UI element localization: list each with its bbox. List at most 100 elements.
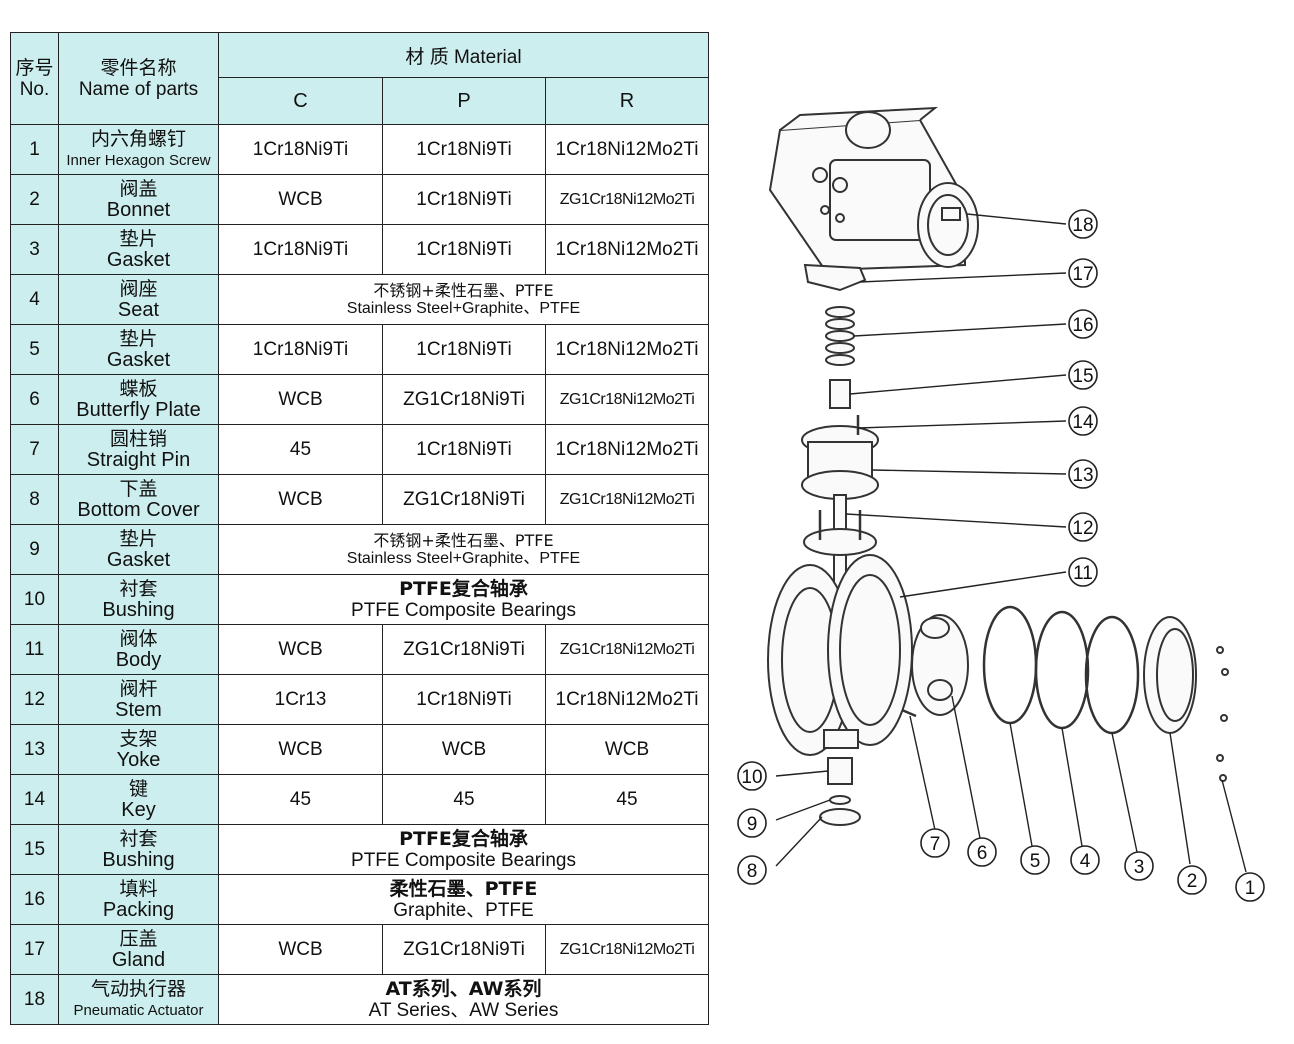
butterfly-valve-exploded-diagram: 18 17 16 15 14 13 12 11 10 9 8 7 6 5 4 3… [737, 106, 1265, 902]
svg-text:13: 13 [1072, 465, 1093, 486]
material-r: 1Cr18Ni12Mo2Ti [545, 674, 709, 725]
packing-drawing [825, 306, 855, 366]
callout-1: 1 [1235, 872, 1265, 902]
callout-3: 3 [1124, 851, 1154, 881]
row-no: 12 [10, 674, 59, 725]
parts-material-table: 序号 No. 零件名称 Name of parts 材 质 Material C… [10, 32, 709, 1025]
straight-pin-drawing [901, 708, 917, 718]
gasket-3-drawing [1084, 615, 1140, 735]
callout-7: 7 [920, 828, 950, 858]
svg-text:14: 14 [1072, 412, 1094, 433]
material-p: ZG1Cr18Ni9Ti [382, 924, 546, 975]
row-no: 4 [10, 274, 59, 325]
material-c: WCB [218, 474, 383, 525]
callout-15: 15 [1068, 360, 1098, 390]
part-name-en: Key [121, 798, 156, 821]
pneumatic-actuator-drawing [768, 106, 979, 272]
row-no: 18 [10, 974, 59, 1025]
material-p: 1Cr18Ni9Ti [382, 674, 546, 725]
row-no: 8 [10, 474, 59, 525]
callout-11: 11 [1068, 557, 1098, 587]
material-merged-zh: PTFE复合轴承 [399, 577, 528, 600]
svg-text:10: 10 [741, 767, 762, 788]
part-name-zh: 阀体 [119, 627, 158, 650]
svg-text:17: 17 [1072, 264, 1093, 285]
part-name-en: Bushing [102, 598, 175, 621]
butterfly-plate-drawing [911, 614, 969, 716]
svg-text:12: 12 [1072, 518, 1093, 539]
part-name-zh: 阀座 [119, 277, 158, 300]
valve-body-drawing [767, 554, 913, 756]
material-r: 1Cr18Ni12Mo2Ti [545, 424, 709, 475]
row-no: 9 [10, 524, 59, 575]
header-name-en: Name of parts [78, 78, 199, 100]
bottom-cover-drawing [819, 808, 861, 826]
material-merged-zh: 柔性石墨、PTFE [389, 877, 538, 900]
material-c: 1Cr18Ni9Ti [218, 324, 383, 375]
callout-14: 14 [1068, 406, 1098, 436]
callout-8: 8 [737, 855, 767, 885]
svg-text:8: 8 [747, 861, 758, 882]
material-c: WCB [218, 724, 383, 775]
part-name-zh: 压盖 [119, 927, 158, 950]
row-no: 2 [10, 174, 59, 225]
part-name-zh: 蝶板 [119, 377, 158, 400]
gland-drawing [803, 263, 867, 292]
gasket-5-drawing [982, 605, 1038, 725]
part-name-zh: 垫片 [119, 327, 158, 350]
part-name-en: Seat [117, 298, 160, 321]
svg-text:3: 3 [1134, 857, 1145, 878]
material-r: ZG1Cr18Ni12Mo2Ti [545, 624, 709, 675]
row-no: 11 [10, 624, 59, 675]
bushing-bottom-drawing [827, 757, 853, 785]
material-p: WCB [382, 724, 546, 775]
row-no: 7 [10, 424, 59, 475]
header-name: 零件名称 Name of parts [58, 32, 219, 125]
callout-18: 18 [1068, 209, 1098, 239]
svg-text:6: 6 [977, 843, 988, 864]
callout-4: 4 [1070, 845, 1100, 875]
material-p: 1Cr18Ni9Ti [382, 174, 546, 225]
material-c: 45 [218, 774, 383, 825]
inner-hexagon-screws-drawing [1216, 646, 1229, 782]
part-name-en: Body [115, 648, 162, 671]
callout-5: 5 [1020, 845, 1050, 875]
svg-text:15: 15 [1072, 366, 1093, 387]
material-r: 1Cr18Ni12Mo2Ti [545, 224, 709, 275]
part-name-en: Packing [102, 898, 175, 921]
material-r: 45 [545, 774, 709, 825]
material-merged-zh: AT系列、AW系列 [385, 977, 542, 1000]
part-name-zh: 键 [128, 777, 148, 800]
material-p: ZG1Cr18Ni9Ti [382, 624, 546, 675]
svg-text:18: 18 [1072, 215, 1093, 236]
material-c: 45 [218, 424, 383, 475]
row-no: 1 [10, 124, 59, 175]
part-name-en: Straight Pin [86, 448, 191, 471]
material-p: 1Cr18Ni9Ti [382, 124, 546, 175]
part-name-zh: 衬套 [119, 827, 158, 850]
row-no: 17 [10, 924, 59, 975]
row-no: 3 [10, 224, 59, 275]
row-no: 14 [10, 774, 59, 825]
part-name-zh: 下盖 [119, 477, 158, 500]
material-merged-en: AT Series、AW Series [368, 999, 559, 1021]
callout-17: 17 [1068, 258, 1098, 288]
material-merged-zh: 不锈钢+柔性石墨、PTFE [373, 530, 554, 550]
callout-12: 12 [1068, 512, 1098, 542]
material-r: ZG1Cr18Ni12Mo2Ti [545, 174, 709, 225]
svg-text:11: 11 [1073, 563, 1093, 584]
